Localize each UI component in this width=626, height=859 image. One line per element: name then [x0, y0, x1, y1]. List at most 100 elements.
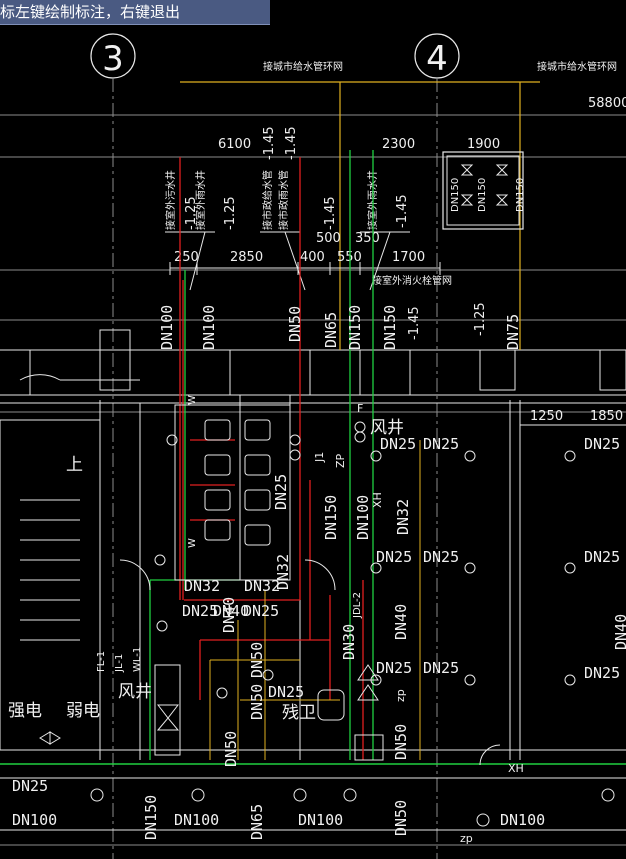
pipe-label-v15: DN40 — [392, 604, 410, 640]
dim-2300: 2300 — [382, 137, 415, 152]
pipe-label-v2: DN100 — [200, 305, 218, 350]
pipe-label-h6: DN25 — [584, 548, 620, 566]
axis-label-3: 3 — [102, 39, 124, 79]
pipe-label-v8: DN25 — [272, 474, 290, 510]
structure-lines — [0, 114, 626, 846]
tag-jdl-2: JDL-2 — [352, 592, 363, 619]
dim-500: 500 — [316, 231, 341, 246]
pipe-label-h1: DN25 — [380, 435, 416, 453]
dim-1850: 1850 — [590, 409, 623, 424]
pipe-label-v16: DN50 — [248, 642, 266, 678]
note-1: 接室外污水井 — [164, 170, 177, 230]
tag-j1: J1 — [313, 452, 326, 463]
pipe-label-h2: DN25 — [423, 435, 459, 453]
tag-xh-2: XH — [371, 492, 384, 508]
elev-6: -1.45 — [395, 194, 410, 228]
dim-400: 400 — [300, 250, 325, 265]
dim-350: 350 — [355, 231, 380, 246]
tag-zp-2: zp — [394, 689, 407, 702]
fixtures — [0, 374, 615, 827]
tag-w-1: W — [187, 395, 198, 405]
pipe-label-v12: DN32 — [274, 554, 292, 590]
tag-xh-1: XH — [508, 762, 524, 775]
pipe-label-v1: DN100 — [158, 305, 176, 350]
dim-1700: 1700 — [392, 250, 425, 265]
tag-wl-1: WL-1 — [132, 647, 143, 672]
top-pipes: 接城市给水管环网 接城市给水管环网 58800 6100 2300 1900 -… — [180, 60, 626, 350]
elev-3: -1.25 — [184, 196, 199, 230]
room-weak: 弱电 — [66, 701, 100, 721]
pipe-label-v23: DN40 — [612, 614, 626, 650]
pipe-label-h12: DN32 — [244, 577, 280, 595]
dim-1900: 1900 — [467, 137, 500, 152]
vertical-labels: DN100 DN100 DN50 DN65 DN150 DN150 -1.45 … — [142, 302, 626, 840]
pipe-label-v17: DN50 — [248, 684, 266, 720]
elev-4: -1.25 — [223, 196, 238, 230]
pipe-label-h13: DN25 — [182, 602, 218, 620]
pipe-label-v22: DN50 — [392, 800, 410, 836]
elev-5: -1.45 — [323, 196, 338, 230]
tag-fl-1: FL-1 — [96, 651, 107, 672]
room-disabled: 残卫 — [282, 703, 316, 723]
tag-f: F — [357, 402, 363, 415]
pipe-label-h7: DN25 — [376, 659, 412, 677]
pipe-label-h21: DN100 — [500, 811, 545, 829]
pipe-label-v4: DN65 — [322, 312, 340, 348]
tag-zp: ZP — [334, 453, 347, 468]
pipe-label-h20: DN100 — [298, 811, 343, 829]
pipe-label-h3: DN25 — [584, 435, 620, 453]
axis-markers: 3 4 — [90, 33, 460, 859]
pipe-label-v21: DN65 — [248, 804, 266, 840]
dim-2850: 2850 — [230, 250, 263, 265]
valve-box-label-2: DN150 — [477, 178, 488, 212]
pipe-label-h10: DN25 — [12, 777, 48, 795]
pipe-label-v3: DN50 — [286, 306, 304, 342]
valve-box: DN150 DN150 DN150 — [442, 151, 526, 230]
pipe-label-v18: DN50 — [222, 731, 240, 767]
pipe-label-h14: DN40 — [213, 602, 249, 620]
pipe-label-h8: DN25 — [423, 659, 459, 677]
pipe-label-h18: DN100 — [12, 811, 57, 829]
pipe-label-h16: DN25 — [268, 683, 304, 701]
command-prompt: 标左键绘制标注，右键退出 — [0, 0, 270, 25]
elev-1: -1.45 — [262, 126, 277, 160]
tag-zp-3: zp — [460, 832, 473, 845]
pipe-label-v11: DN32 — [394, 499, 412, 535]
pipe-label-v7: DN75 — [504, 314, 522, 350]
note-4: 接市政雨水管 — [277, 170, 290, 230]
pipe-label-v14: DN30 — [340, 624, 358, 660]
note-2: 接室外雨水井 — [194, 170, 207, 230]
tag-w-2: W — [187, 538, 198, 548]
title-loop-left: 接城市给水管环网 — [263, 60, 343, 73]
valve-box-label-1: DN150 — [450, 178, 461, 212]
pipe-label-v5: DN150 — [346, 305, 364, 350]
axis-label-4: 4 — [426, 39, 448, 79]
dim-1250: 1250 — [530, 409, 563, 424]
room-labels: 强电 弱电 风井 风井 上 残卫 XH XH ZP J1 zp zp JDL-2… — [8, 395, 524, 845]
elev-7: -1.45 — [407, 306, 422, 340]
pipe-label-v13: DN40 — [220, 597, 238, 633]
title-loop-right: 接城市给水管环网 — [537, 60, 617, 73]
pipes — [0, 150, 626, 831]
elev-8: -1.25 — [473, 302, 488, 336]
pipe-label-v9: DN150 — [322, 495, 340, 540]
room-shaft-1: 风井 — [118, 682, 152, 702]
dim-6100: 6100 — [218, 137, 251, 152]
room-strong: 强电 — [8, 701, 42, 721]
tag-jl-1: JL-1 — [114, 654, 125, 673]
pipe-label-h11: DN32 — [184, 577, 220, 595]
room-up: 上 — [66, 455, 83, 475]
note-3: 接市政给水管 — [261, 170, 274, 230]
title-fire-pipe: 接室外消火栓管网 — [372, 274, 452, 287]
pipe-label-v19: DN50 — [392, 724, 410, 760]
pipe-label-v20: DN150 — [142, 795, 160, 840]
pipe-label-h15: DN25 — [243, 602, 279, 620]
dim-58800: 58800 — [588, 96, 626, 111]
room-shaft-2: 风井 — [370, 418, 404, 438]
pipe-label-v10: DN100 — [354, 495, 372, 540]
valve-box-label-3: DN150 — [515, 178, 526, 212]
pipe-label-v6: DN150 — [381, 305, 399, 350]
pipe-label-h5: DN25 — [423, 548, 459, 566]
